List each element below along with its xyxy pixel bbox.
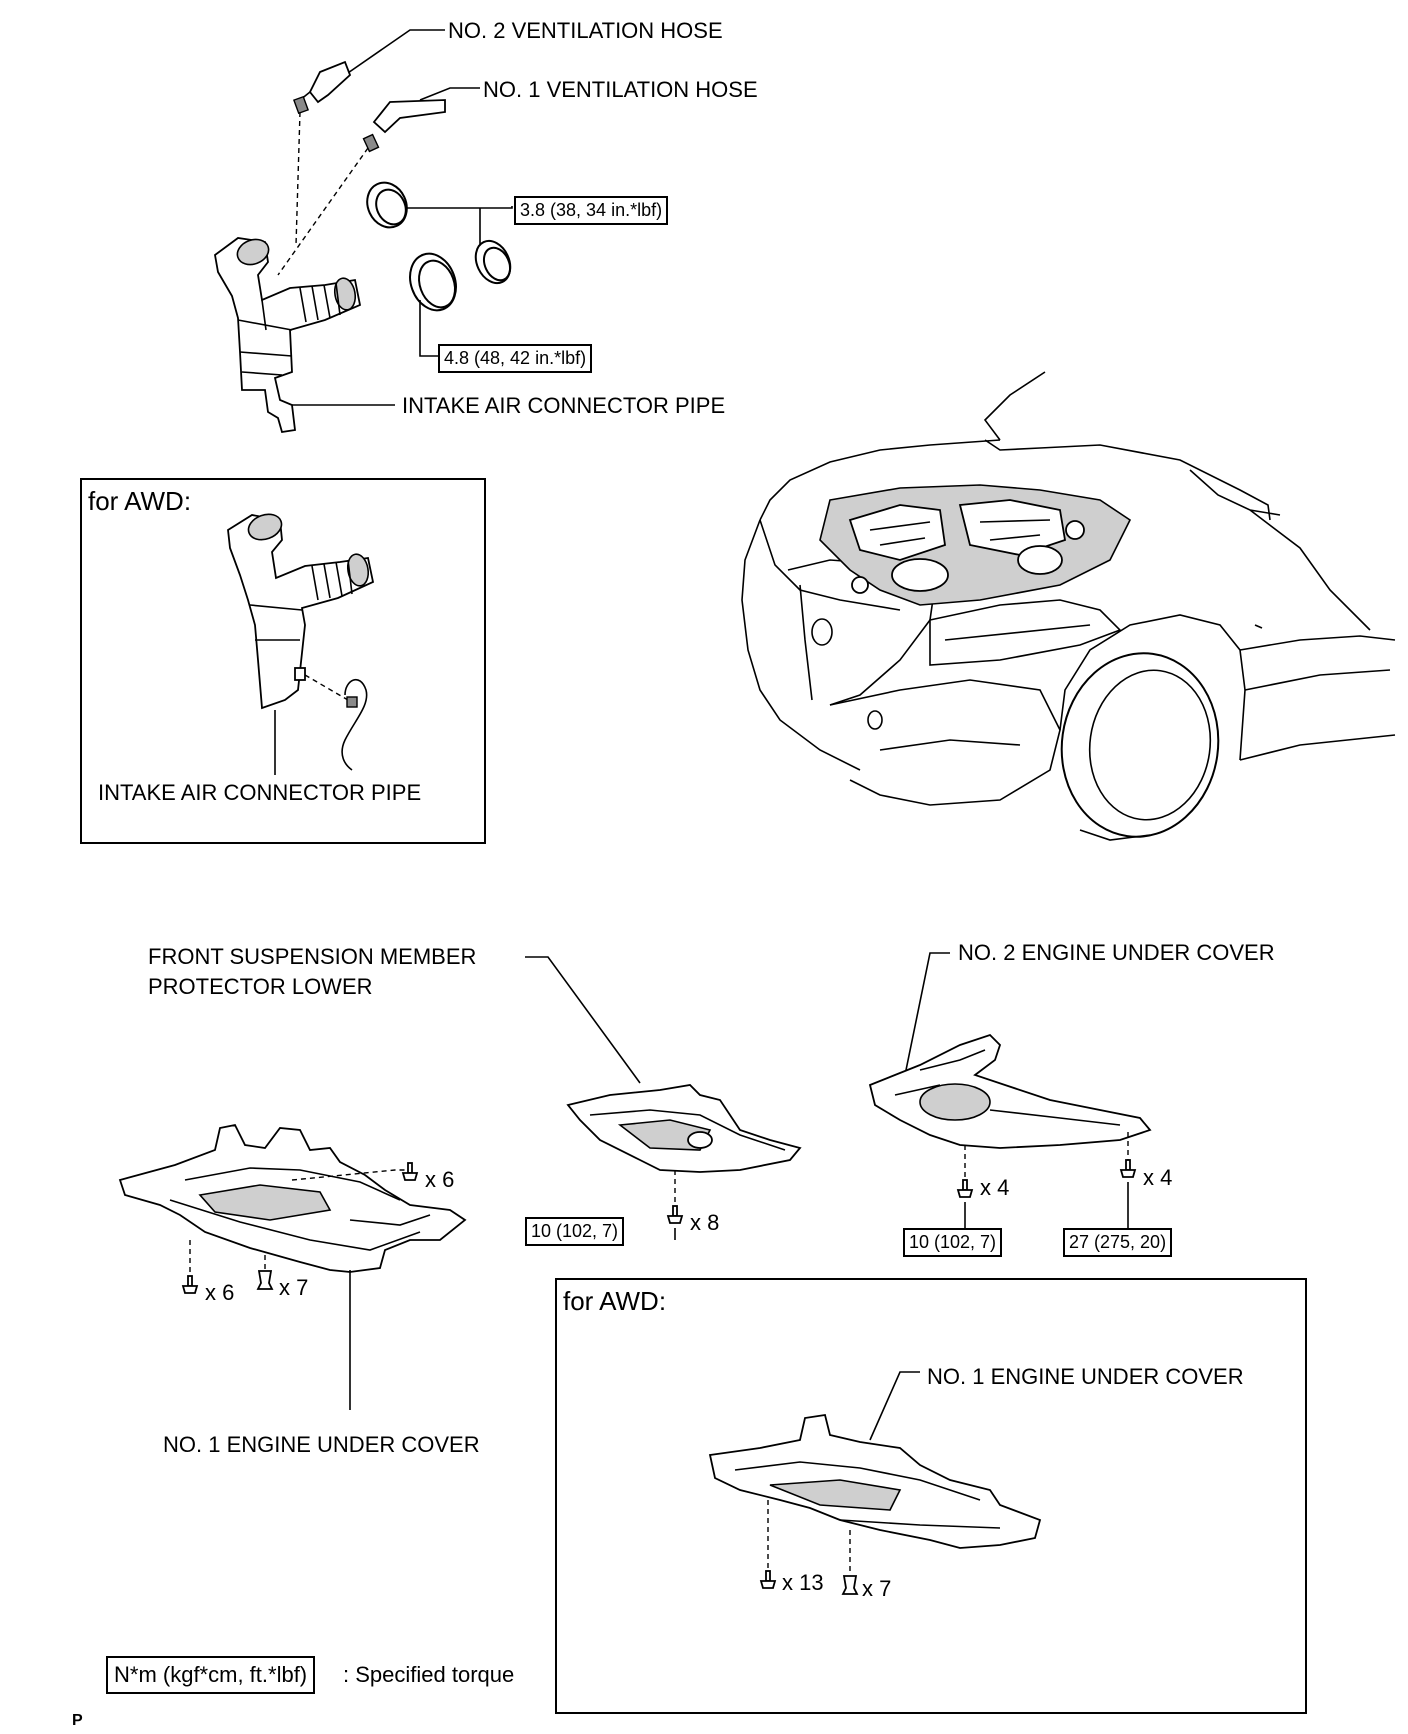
awd-panel-title: for AWD: xyxy=(88,486,192,516)
no1-engine-under-cover-label: NO. 1 ENGINE UNDER COVER xyxy=(163,1432,480,1457)
torque-clamp-small: 3.8 (38, 34 in.*lbf) xyxy=(514,196,669,225)
no1-engine-under-cover xyxy=(118,1123,467,1273)
bolt-icon xyxy=(181,1275,199,1294)
no1-ventilation-hose-label: NO. 1 VENTILATION HOSE xyxy=(483,77,758,102)
clamp-small xyxy=(366,181,408,229)
qty-protector-bolts: x 8 xyxy=(690,1210,720,1235)
no1-ventilation-hose xyxy=(362,99,446,153)
qty-front-bolts-left: x 6 xyxy=(205,1280,235,1305)
clamp-small-2 xyxy=(474,239,512,285)
torque-clamp-large: 4.8 (48, 42 in.*lbf) xyxy=(438,344,593,373)
awd-panel-intake: for AWD: INTAKE AIR CONNECTOR PIPE xyxy=(80,478,486,844)
bolt-icon xyxy=(666,1205,684,1224)
qty-no2-bolts-b: x 4 xyxy=(1143,1165,1173,1190)
torque-no2-bolt-b: 27 (275, 20) xyxy=(1063,1228,1173,1257)
qty-front-clips: x 7 xyxy=(279,1275,309,1300)
qty-no2-bolts-a: x 4 xyxy=(980,1175,1010,1200)
bolt-icon xyxy=(956,1179,974,1198)
front-suspension-member-protector xyxy=(566,1084,802,1173)
awd-intake-pipe-label: INTAKE AIR CONNECTOR PIPE xyxy=(98,780,422,805)
torque-no2-bolt-a: 10 (102, 7) xyxy=(903,1228,1003,1257)
torque-legend-box: N*m (kgf*cm, ft.*lbf) xyxy=(106,1656,316,1694)
qty-front-bolts-top: x 6 xyxy=(425,1167,455,1192)
clip-icon xyxy=(256,1270,274,1290)
vehicle-illustration xyxy=(741,371,1396,841)
clamp-large xyxy=(409,252,457,312)
engine-bay xyxy=(819,484,1132,606)
qty-awd-bolts: x 13 xyxy=(782,1570,824,1595)
no2-engine-under-cover-label: NO. 2 ENGINE UNDER COVER xyxy=(958,940,1275,965)
page-mark: P xyxy=(72,1712,83,1729)
awd-no1-engine-under-cover-label: NO. 1 ENGINE UNDER COVER xyxy=(927,1364,1244,1389)
intake-air-connector-pipe-label: INTAKE AIR CONNECTOR PIPE xyxy=(402,393,726,418)
front-suspension-label-line1: FRONT SUSPENSION MEMBER xyxy=(148,944,477,969)
intake-air-connector-pipe xyxy=(214,237,362,434)
specified-torque-label: : Specified torque xyxy=(343,1662,515,1687)
bolt-icon xyxy=(1119,1159,1137,1178)
bolt-icon xyxy=(759,1570,777,1589)
awd-panel-title-lower: for AWD: xyxy=(563,1286,667,1316)
no2-ventilation-hose xyxy=(293,60,352,115)
front-suspension-label-line2: PROTECTOR LOWER xyxy=(148,974,373,999)
no2-engine-under-cover xyxy=(868,1033,1152,1149)
bolt-icon xyxy=(401,1162,419,1181)
awd-panel-under-cover: for AWD: NO. 1 ENGINE UNDER COVER x 13 x… xyxy=(555,1278,1307,1714)
no2-ventilation-hose-label: NO. 2 VENTILATION HOSE xyxy=(448,18,723,43)
awd-no1-engine-under-cover xyxy=(708,1413,1042,1549)
qty-awd-clips: x 7 xyxy=(862,1576,892,1601)
awd-intake-pipe xyxy=(227,513,375,771)
clip-icon xyxy=(841,1575,859,1595)
torque-protector-bolt: 10 (102, 7) xyxy=(525,1217,625,1246)
